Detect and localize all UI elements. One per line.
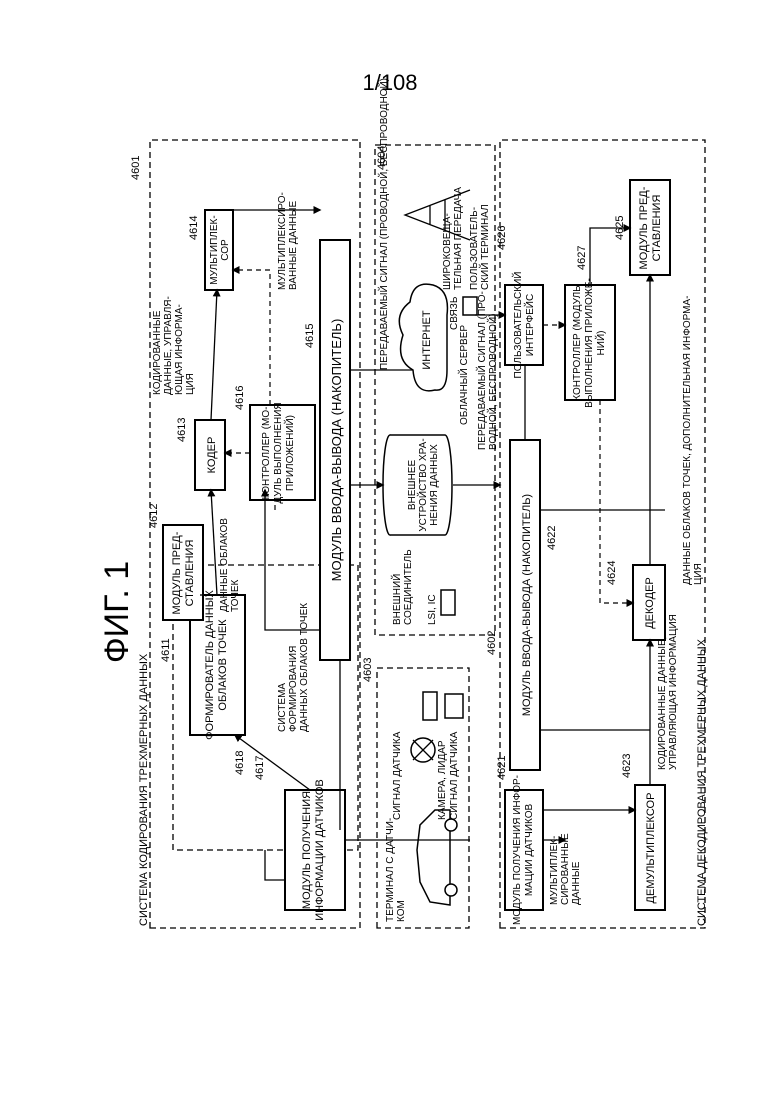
io-module-enc-ref: 4615 [304, 324, 316, 348]
encoding-system-label: СИСТЕМА КОДИРОВАНИЯ ТРЕХМЕРНЫХ ДАННЫХ [138, 653, 150, 926]
multiplexer-ref: 4614 [188, 216, 200, 240]
demultiplexer-label: ДЕМУЛЬТИПЛЕКСОР [645, 793, 657, 904]
external-connector-label: ВНЕШНИЙСОЕДИНИТЕЛЬ [390, 549, 414, 625]
sensor-group-ref: 4603 [362, 658, 374, 682]
controller-enc-ref: 4616 [234, 386, 246, 410]
line-encoder-to-mux [211, 290, 217, 420]
line-sensor-branch [265, 850, 285, 880]
car-wheel-icon [445, 884, 457, 896]
sensor-info-module-ref: 4617 [254, 756, 266, 780]
lsi-ic-label: LSI, IC [427, 594, 438, 625]
presentation-module-enc-ref: 4612 [148, 504, 160, 528]
line-sensor-to-generator [235, 735, 310, 790]
encoded-label-enc: КОДИРОВАННЫЕДАННЫЕ, УПРАВЛЯ-ЮЩАЯ ИНФОРМА… [152, 296, 196, 395]
presentation-module-enc [163, 525, 203, 620]
user-interface-ref: 4626 [496, 226, 508, 250]
pcd-system-ref: 4611 [160, 638, 172, 662]
camera-icon [423, 692, 437, 720]
controller-dec-ref: 4627 [576, 246, 588, 270]
user-terminal-icon [463, 297, 477, 315]
decoder-label: ДЕКОДЕР [644, 577, 656, 629]
presentation-module-enc-label: МОДУЛЬ ПРЕД-СТАВЛЕНИЯ [171, 531, 196, 614]
io-module-dec-label: МОДУЛЬ ВВОДА-ВЫВОДА (НАКОПИТЕЛЬ) [521, 494, 533, 716]
line-controller-to-mux [233, 270, 270, 405]
mux-data-label-enc: МУЛЬТИПЛЕКСИРО-ВАННЫЕ ДАННЫЕ [277, 192, 299, 290]
line-generator-to-encoder [211, 490, 217, 595]
encoder-ref: 4613 [176, 418, 188, 442]
sensor-terminal-label: ТЕРМИНАЛ С ДАТЧИ-КОМ [385, 818, 407, 922]
presentation-module-dec [630, 180, 670, 275]
cloud-server-label: ОБЛАЧНЫЙ СЕРВЕР [457, 325, 470, 425]
sensor-signal-label-bottom: СИГНАЛ ДАТЧИКА [449, 731, 460, 820]
pcd-generator-ref: 4618 [234, 751, 246, 775]
chip-icon [441, 590, 455, 615]
mux-data-label-dec: МУЛЬТИПЛЕК-СИРОВАННЫЕДАННЫЕ [549, 833, 582, 905]
tx-signal-top-label: ПЕРЕДАВАЕМЫЙ СИГНАЛ (ПРОВОДНОЙ, БЕСПРОВО… [377, 78, 390, 370]
sensor-signal-label-top: СИГНАЛ ДАТЧИКА [392, 731, 403, 820]
sensor-info-module-dec-ref: 4621 [496, 756, 508, 780]
decoder-ref: 4624 [606, 561, 618, 585]
controller-enc-label: КОНТРОЛЛЕР (МО-ДУЛЬ ВЫПОЛНЕНИЯПРИЛОЖЕНИЙ… [261, 402, 296, 503]
decoding-system-label: СИСТЕМА ДЕКОДИРОВАНИЯ ТРЕХМЕРНЫХ ДАННЫХ [696, 638, 708, 926]
presentation-module-dec-label: МОДУЛЬ ПРЕД-СТАВЛЕНИЯ [638, 186, 663, 269]
pcd-additional-label: ДАННЫЕ ОБЛАКОВ ТОЧЕК, ДОПОЛНИТЕЛЬНАЯ ИНФ… [682, 296, 704, 585]
internet-label: ИНТЕРНЕТ [421, 310, 433, 370]
line-io-to-controller [265, 490, 320, 630]
user-interface [505, 285, 543, 365]
smartphone-icon [445, 694, 463, 718]
encoding-system-ref: 4601 [130, 156, 142, 180]
demultiplexer-ref: 4623 [621, 754, 633, 778]
io-module-enc-label: МОДУЛЬ ВВОДА-ВЫВОДА (НАКОПИТЕЛЬ) [329, 319, 344, 582]
broadcast-ref: 4604 [376, 146, 388, 170]
user-terminal-label: ПОЛЬЗОВАТЕЛЬ-СКИЙ ТЕРМИНАЛ [469, 204, 491, 290]
decoding-system-ref: 4602 [486, 631, 498, 655]
sensor-info-module-label: МОДУЛЬ ПОЛУЧЕНИЯИНФОРМАЦИИ ДАТЧИКОВ [301, 779, 326, 921]
camera-lidar-label: КАМЕРА, ЛИДАР [437, 740, 448, 820]
encoder-label: КОДЕР [206, 437, 218, 474]
figure-title: ФИГ. 1 [98, 561, 136, 663]
io-module-dec-ref: 4622 [546, 526, 558, 550]
pcd-system-label: СИСТЕМАФОРМИРОВАНИЯДАННЫХ ОБЛАКОВ ТОЧЕК [277, 603, 310, 732]
